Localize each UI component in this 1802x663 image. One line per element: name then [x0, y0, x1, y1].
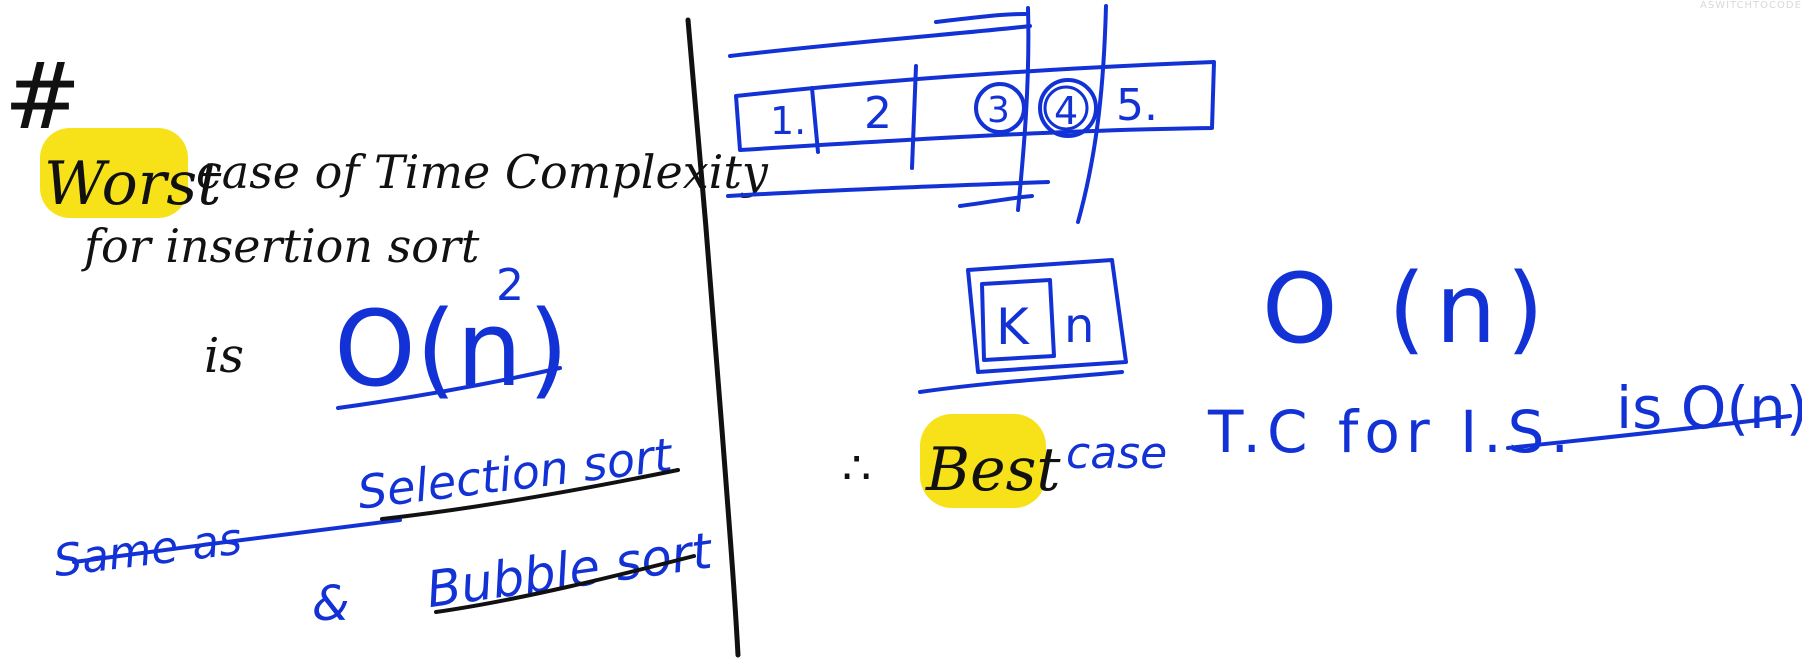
array-cell-5: 5.	[1116, 80, 1158, 131]
worst-complexity: O(n	[334, 288, 522, 410]
array-cell-2: 2	[864, 88, 892, 139]
worst-highlight	[40, 128, 188, 218]
array-cell-3: 3	[987, 90, 1010, 131]
complexity-underline	[336, 366, 562, 410]
tc-for-is-text: T.C for I.S.	[1207, 398, 1575, 466]
bubble-underline	[434, 554, 696, 614]
best-rest: case	[1066, 428, 1167, 479]
best-is-o-n: is O(n)	[1616, 374, 1802, 442]
selection-sort-text: Selection sort	[355, 427, 677, 519]
best-complexity-big: O (n)	[1262, 253, 1554, 365]
array-divider-2	[910, 64, 918, 170]
heading-rest: case of Time Complexity	[196, 145, 769, 199]
array-top-stroke-2	[934, 12, 1027, 24]
array-bottom-stroke-2	[958, 194, 1034, 208]
array-cell-1: 1.	[770, 99, 806, 143]
array-bottom-stroke	[726, 180, 1050, 198]
ampersand-text: &	[312, 576, 349, 632]
best-underline	[1506, 414, 1792, 450]
box-n-label: n	[1064, 298, 1094, 354]
therefore-symbol: ∴	[842, 441, 871, 495]
array-divider-1	[810, 86, 820, 154]
watermark-text: ASWITCHTOCODE	[1700, 0, 1802, 11]
array-box	[734, 60, 1216, 152]
circle-4	[1038, 78, 1098, 138]
kn-underline	[918, 370, 1124, 394]
circle-4-inner	[1043, 85, 1089, 131]
best-highlight	[920, 414, 1046, 508]
k-inner-box	[980, 278, 1056, 362]
array-cell-4: 4	[1054, 89, 1078, 133]
array-divider-3	[1016, 6, 1031, 212]
bubble-sort-text: Bubble sort	[423, 521, 717, 619]
right-panel: 1. 2 3 4 5. K n O (n) ∴ Best case T.C fo…	[726, 4, 1802, 508]
best-word: Best	[925, 435, 1061, 505]
is-word: is	[204, 328, 244, 384]
heading-line2: for insertion sort	[81, 219, 480, 273]
array-divider-4	[1076, 4, 1108, 224]
same-as-underline	[72, 518, 402, 564]
circle-3	[974, 82, 1026, 134]
left-panel: # Worst case of Time Complexity for inse…	[4, 43, 769, 632]
worst-word: Worst	[44, 149, 222, 219]
array-top-stroke	[728, 24, 1032, 58]
worst-complexity-close: )	[528, 288, 569, 410]
panel-divider	[685, 17, 741, 658]
box-k-label: K	[996, 298, 1030, 356]
kn-outer-box	[966, 258, 1128, 374]
worst-complexity-exponent: 2	[496, 260, 524, 311]
selection-underline	[380, 468, 680, 521]
